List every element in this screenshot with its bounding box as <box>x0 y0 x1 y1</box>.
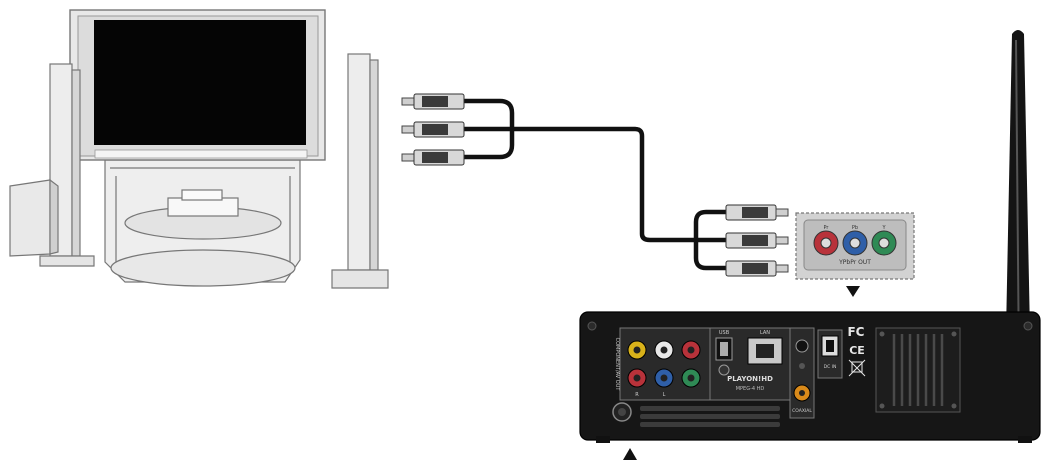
ypbpr-inset: Pr Pb Y YPbPr OUT <box>795 212 915 280</box>
vent-grille <box>875 327 961 413</box>
coaxial-power-block: COAXIAL DC IN <box>789 327 843 419</box>
power-label: DC IN <box>824 364 837 370</box>
weee-bin-icon <box>848 359 866 377</box>
inset-pointer-down <box>846 286 860 297</box>
inset-label: YPbPr OUT <box>838 259 871 266</box>
model-text: PLAYON!HD <box>727 375 773 383</box>
inset-jack-pr <box>813 230 839 256</box>
media-player: COMPONENT/AV OUT R L USB LAN <box>579 311 1041 443</box>
cable-plugs-right <box>725 204 789 277</box>
inset-jack-y <box>871 230 897 256</box>
audio-label-l: L <box>663 392 666 398</box>
av-block-label: COMPONENT/AV OUT <box>614 338 620 392</box>
usb-lan-block: USB LAN PLAYON!HD MPEG-4 HD <box>709 327 791 401</box>
lan-label: LAN <box>760 330 770 336</box>
tv-stand <box>104 159 301 287</box>
inset-jack-label-pr: Pr <box>824 225 830 231</box>
audio-label-r: R <box>635 392 639 398</box>
fcc-mark: FC <box>847 325 864 339</box>
tv-screen <box>94 20 306 145</box>
home-theater <box>9 9 389 289</box>
device-pointer-up <box>623 448 637 460</box>
cert-marks: FC CE <box>847 325 866 377</box>
coaxial-label: COAXIAL <box>792 408 812 414</box>
bottom-vents <box>640 406 780 427</box>
component-cable <box>401 93 789 277</box>
television <box>69 9 326 161</box>
inset-jack-label-pb: Pb <box>852 225 858 231</box>
ce-mark: CE <box>849 344 865 357</box>
right-speaker <box>331 53 389 289</box>
cable-plugs-left <box>401 93 465 166</box>
av-port-block: COMPONENT/AV OUT R L <box>614 327 711 401</box>
usb-label: USB <box>719 330 730 336</box>
model-sub: MPEG-4 HD <box>736 386 765 392</box>
inset-jack-pb <box>842 230 868 256</box>
subwoofer <box>9 178 59 257</box>
inset-jack-label-y: Y <box>881 225 886 231</box>
